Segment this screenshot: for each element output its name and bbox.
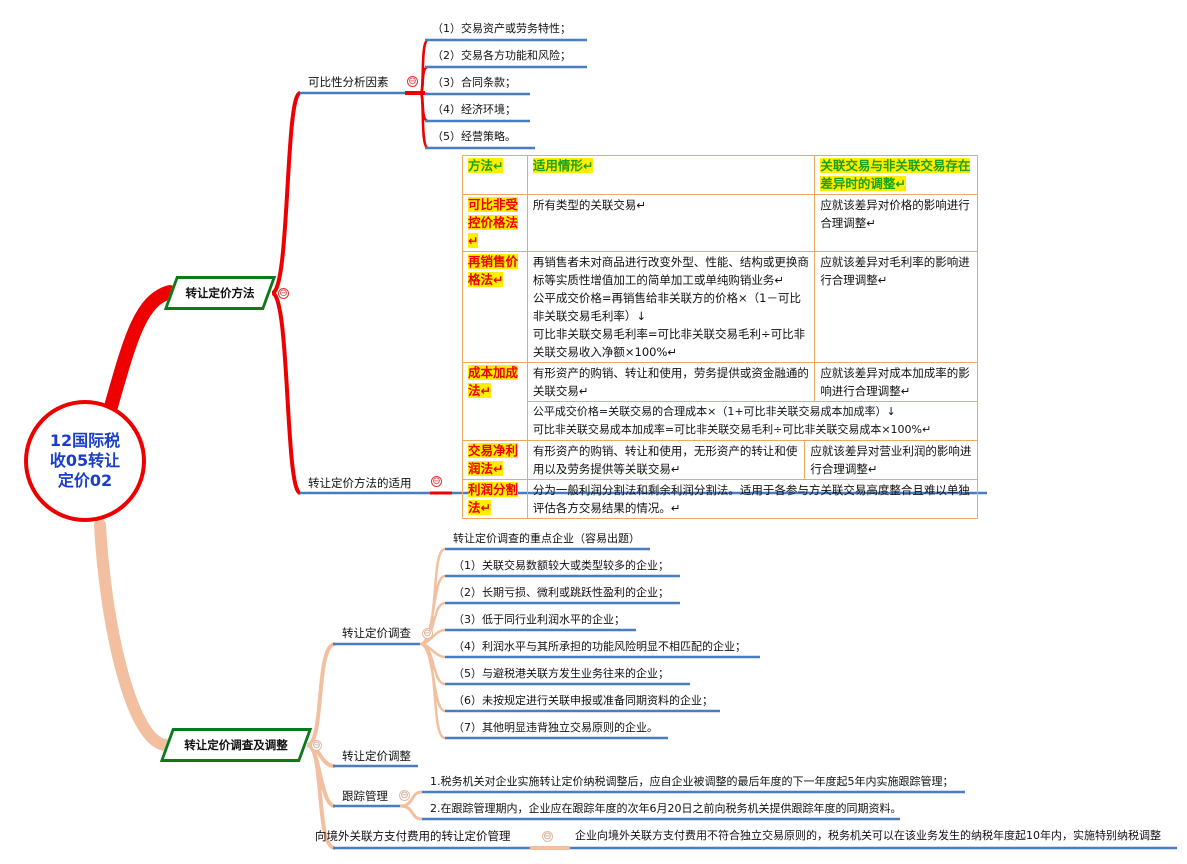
collapse-icon[interactable]: ⊖ — [431, 476, 442, 487]
list-item[interactable]: （2）长期亏损、微利或跳跃性盈利的企业； — [453, 586, 669, 599]
node-method-application[interactable]: 转让定价方法的适用 — [308, 476, 412, 490]
branch-investigation-adjustment[interactable]: 转让定价调查及调整 — [159, 728, 313, 762]
methods-table: 方法↵ 适用情形↵ 关联交易与非关联交易存在差异时的调整↵ 可比非受控价格法↵ … — [462, 155, 979, 519]
table-row: 可比非受控价格法↵ 所有类型的关联交易↵ 应就该差异对价格的影响进行合理调整↵ — [462, 194, 978, 252]
list-item[interactable]: （1）交易资产或劳务特性； — [432, 22, 571, 35]
node-overseas-payments[interactable]: 向境外关联方支付费用的转让定价管理 — [315, 829, 511, 843]
collapse-icon[interactable]: ⊖ — [422, 628, 433, 639]
central-topic[interactable]: 12国际税收05转让定价02 — [24, 400, 146, 522]
list-item[interactable]: （7）其他明显违背独立交易原则的企业。 — [453, 721, 658, 734]
list-item[interactable]: （5）与避税港关联方发生业务往来的企业； — [453, 667, 669, 680]
table-row: 再销售价格法↵ 再销售者未对商品进行改变外型、性能、结构或更换商标等实质性增值加… — [462, 251, 978, 363]
node-comparability-factors[interactable]: 可比性分析因素 — [308, 75, 389, 89]
node-tracking-management[interactable]: 跟踪管理 — [342, 789, 388, 803]
table-row: 成本加成法↵ 有形资产的购销、转让和使用，劳务提供或资金融通的关联交易↵ 应就该… — [462, 362, 978, 441]
list-item[interactable]: 企业向境外关联方支付费用不符合独立交易原则的，税务机关可以在该业务发生的纳税年度… — [575, 829, 1161, 842]
list-item[interactable]: 2.在跟踪管理期内，企业应在跟踪年度的次年6月20日之前向税务机关提供跟踪年度的… — [430, 802, 902, 815]
node-investigation[interactable]: 转让定价调查 — [342, 626, 411, 640]
collapse-icon[interactable]: ⊖ — [278, 288, 289, 299]
collapse-icon[interactable]: ⊖ — [407, 76, 418, 87]
list-item[interactable]: （6）未按规定进行关联申报或准备同期资料的企业； — [453, 694, 713, 707]
list-item[interactable]: （2）交易各方功能和风险； — [432, 49, 571, 62]
table-row: 交易净利润法↵ 有形资产的购销、转让和使用，无形资产的转让和使用以及劳务提供等关… — [462, 440, 978, 480]
node-adjustment[interactable]: 转让定价调整 — [342, 749, 411, 763]
branch-transfer-pricing-methods[interactable]: 转让定价方法 — [163, 276, 277, 310]
list-item[interactable]: （5）经营策略。 — [432, 130, 516, 143]
collapse-icon[interactable]: ⊖ — [542, 831, 553, 842]
table-row: 利润分割法↵ 分为一般利润分割法和剩余利润分割法。适用于各参与方关联交易高度整合… — [462, 479, 979, 519]
collapse-icon[interactable]: ⊖ — [399, 790, 410, 801]
list-item[interactable]: （1）关联交易数额较大或类型较多的企业； — [453, 559, 669, 572]
list-item[interactable]: 1.税务机关对企业实施转让定价纳税调整后，应自企业被调整的最后年度的下一年度起5… — [430, 775, 954, 788]
table-header-row: 方法↵ 适用情形↵ 关联交易与非关联交易存在差异时的调整↵ — [462, 155, 978, 195]
list-item[interactable]: （3）合同条款； — [432, 76, 516, 89]
table-row: 公平成交价格=关联交易的合理成本×（1+可比非关联交易成本加成率）↓可比非关联交… — [463, 401, 979, 441]
list-header[interactable]: 转让定价调查的重点企业（容易出题） — [453, 532, 640, 545]
collapse-icon[interactable]: ⊖ — [311, 740, 322, 751]
list-item[interactable]: （4）利润水平与其所承担的功能风险明显不相匹配的企业； — [453, 640, 746, 653]
list-item[interactable]: （3）低于同行业利润水平的企业； — [453, 613, 625, 626]
list-item[interactable]: （4）经济环境； — [432, 103, 516, 116]
